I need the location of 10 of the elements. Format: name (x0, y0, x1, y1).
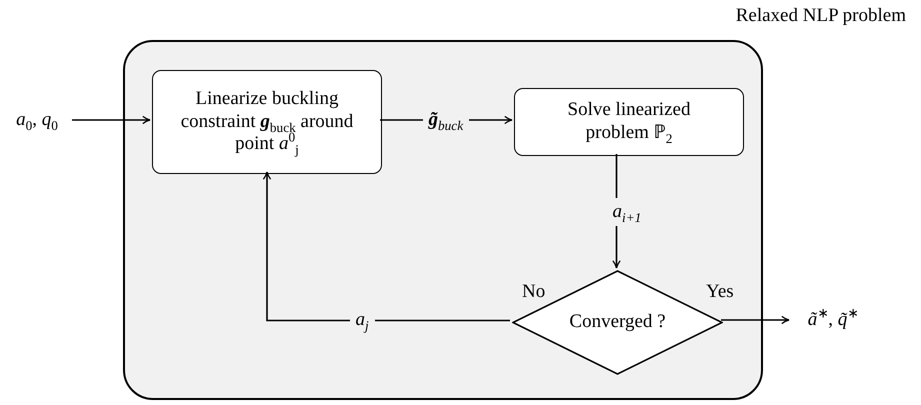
process-box (514, 88, 744, 156)
branch-label: No (522, 282, 546, 303)
decision-text: Converged ? (569, 311, 666, 334)
process-box (152, 70, 382, 174)
box-text: Solve linearized problem ℙ$_{2}$ (566, 99, 692, 145)
variable-text: a$_{0}$, q$_{0}$ (4, 104, 70, 136)
edge-label: g̃$_{buck}$ (422, 110, 470, 130)
branch-label: Yes (706, 282, 734, 303)
panel-heading: Relaxed NLP problem (736, 6, 906, 27)
variable-text: ã$^{∗}$, q̃$^{∗}$ (793, 304, 873, 336)
